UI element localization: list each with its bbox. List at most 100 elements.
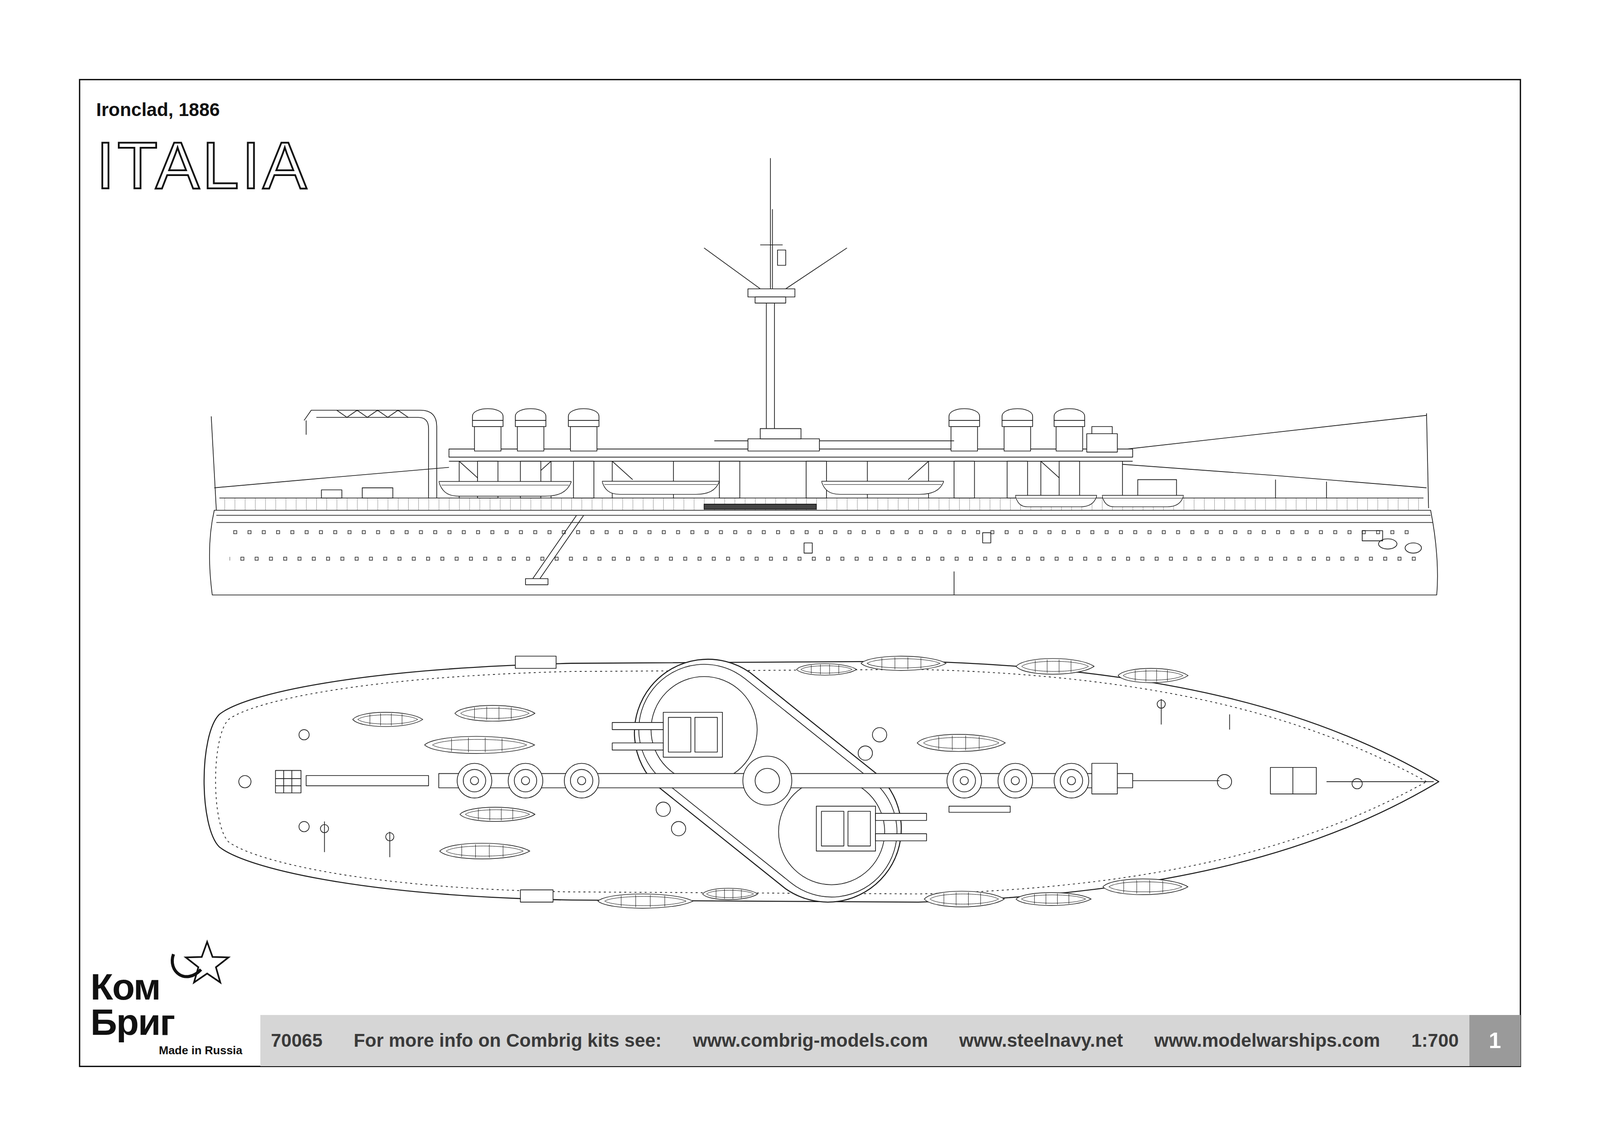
footer-text: www.steelnavy.net bbox=[959, 1031, 1124, 1051]
plan-boats-part bbox=[924, 891, 1005, 908]
plan-boats-part bbox=[459, 807, 535, 822]
plan-view-part bbox=[668, 717, 692, 753]
plan-view-part bbox=[1270, 767, 1317, 795]
side-profile bbox=[209, 158, 1438, 596]
plan-view bbox=[204, 656, 1439, 903]
plan-view-part bbox=[875, 833, 927, 842]
plan-view-part bbox=[275, 770, 301, 794]
plan-view-part bbox=[457, 763, 493, 799]
plan-view-part bbox=[1326, 781, 1434, 783]
side-profile-part bbox=[1404, 543, 1422, 554]
side-profile-part bbox=[760, 428, 802, 440]
plan-view-part bbox=[612, 722, 664, 730]
side-profile-part bbox=[1362, 530, 1383, 541]
plan-view-part bbox=[521, 777, 530, 786]
plan-view-part bbox=[1292, 767, 1294, 795]
side-boats-part bbox=[1015, 495, 1097, 508]
side-profile-part bbox=[719, 461, 740, 499]
side-profile-part bbox=[219, 498, 1424, 511]
plan-view-part bbox=[577, 777, 586, 786]
plan-view-part bbox=[1067, 777, 1076, 786]
plan-boats-part bbox=[1016, 658, 1095, 675]
plan-boats-part bbox=[702, 888, 758, 901]
side-profile-part bbox=[570, 426, 598, 452]
side-profile-part bbox=[216, 514, 1431, 516]
side-profile-part bbox=[515, 420, 546, 421]
side-profile-part bbox=[766, 296, 775, 450]
side-profile-part bbox=[209, 510, 1438, 596]
side-profile-part bbox=[803, 543, 813, 554]
plan-boats-part bbox=[424, 736, 535, 754]
logo-subtext: Made in Russia bbox=[158, 1044, 243, 1057]
plan-view-part bbox=[1004, 769, 1027, 793]
side-profile-part bbox=[525, 578, 549, 586]
sheet-frame bbox=[79, 79, 1521, 1067]
plan-view-part bbox=[299, 729, 310, 740]
plan-view-part bbox=[299, 821, 310, 832]
side-profile-part bbox=[785, 247, 848, 290]
side-profile-part bbox=[449, 461, 1133, 462]
logo-star-part bbox=[172, 954, 201, 977]
plan-view-part bbox=[470, 777, 479, 786]
plan-boats-part bbox=[597, 894, 693, 909]
side-profile-part bbox=[953, 571, 955, 596]
plan-boats-part bbox=[860, 656, 947, 671]
plan-view-part bbox=[1217, 774, 1232, 789]
page-number-box: 1 bbox=[1469, 1015, 1521, 1067]
plan-boats-part bbox=[439, 843, 530, 860]
side-profile-part bbox=[316, 417, 429, 499]
ship-name-title: ITALIA bbox=[96, 132, 310, 199]
side-profile-part bbox=[211, 416, 217, 511]
side-profile-part bbox=[321, 489, 342, 499]
side-profile-part bbox=[1127, 415, 1427, 450]
side-profile-part bbox=[1059, 461, 1080, 499]
plan-boats-part bbox=[1102, 879, 1188, 896]
plan-view-part bbox=[858, 746, 873, 761]
side-profile-part bbox=[1426, 413, 1429, 509]
plan-view-part bbox=[694, 717, 718, 753]
footer-band: 70065For more info on Combrig kits see:w… bbox=[260, 1015, 1470, 1067]
plan-view-part bbox=[320, 824, 329, 834]
plan-view-part bbox=[872, 727, 887, 742]
plan-view-part bbox=[1054, 763, 1090, 799]
plan-view-part bbox=[650, 676, 758, 784]
plan-view-part bbox=[663, 712, 723, 758]
side-profile-part bbox=[1002, 409, 1033, 427]
plan-view-part bbox=[671, 821, 686, 836]
side-profile-part bbox=[982, 533, 992, 544]
side-profile-part bbox=[530, 515, 584, 582]
plan-view-part bbox=[508, 763, 544, 799]
plan-view-part bbox=[821, 811, 845, 847]
side-boats bbox=[438, 481, 1184, 508]
side-profile-part bbox=[229, 529, 1419, 537]
side-profile-part bbox=[1004, 426, 1031, 452]
plan-view-part bbox=[953, 769, 976, 793]
plan-view-part bbox=[520, 890, 553, 903]
side-boats-part bbox=[1102, 495, 1184, 508]
side-profile-part bbox=[1006, 461, 1028, 499]
side-profile-part bbox=[1325, 481, 1327, 499]
side-boats-part bbox=[601, 481, 720, 495]
subtitle-label: Ironclad, 1886 bbox=[96, 100, 220, 120]
side-profile-part bbox=[1055, 426, 1083, 452]
plan-view-part bbox=[1132, 780, 1220, 782]
footer-text: www.combrig-models.com bbox=[692, 1031, 928, 1051]
plan-view-part bbox=[515, 656, 557, 669]
side-profile-part bbox=[769, 158, 771, 297]
side-profile-part bbox=[754, 296, 786, 304]
side-profile-part bbox=[472, 420, 504, 421]
side-profile-part bbox=[1054, 420, 1085, 421]
side-profile-part bbox=[305, 420, 307, 435]
plan-view-part bbox=[564, 763, 600, 799]
plan-boats-part bbox=[796, 664, 857, 676]
plan-view-part bbox=[463, 769, 486, 793]
plan-view-part bbox=[385, 833, 395, 842]
plan-view-part bbox=[946, 763, 982, 799]
side-profile-part bbox=[336, 410, 409, 418]
plan-view-part bbox=[1060, 769, 1083, 793]
plan-view-part bbox=[612, 743, 664, 751]
side-profile-part bbox=[573, 461, 594, 499]
side-profile-part bbox=[1002, 420, 1033, 421]
plan-view-part bbox=[275, 770, 301, 794]
side-profile-part bbox=[1054, 409, 1085, 427]
